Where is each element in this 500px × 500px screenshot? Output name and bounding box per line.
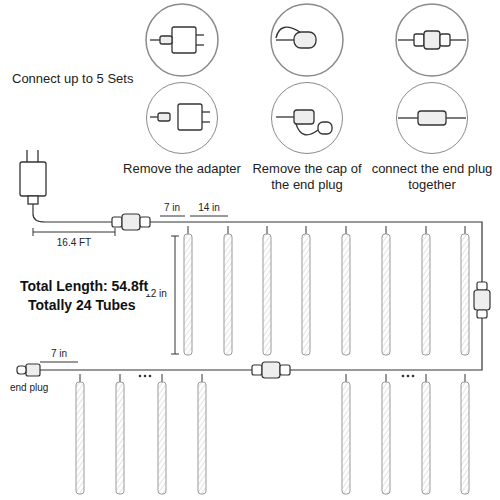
light-tube — [76, 382, 84, 494]
total-length: Total Length: 54.8ft — [18, 278, 150, 294]
dimension: 7 in — [162, 202, 182, 214]
step-caption: connect the end plug together — [367, 161, 497, 194]
light-tube — [263, 234, 271, 355]
tube-count: Totally 24 Tubes — [26, 297, 138, 313]
dimension: 7 in — [49, 348, 69, 360]
light-tube — [461, 234, 469, 355]
light-tube — [382, 382, 390, 494]
dimension: 14 in — [196, 202, 222, 214]
end-plug-label: end plug — [8, 382, 50, 394]
light-tube — [342, 382, 350, 494]
light-tube — [116, 382, 124, 494]
step-circle: Remove the cap of the end plug — [271, 82, 343, 154]
light-tube — [224, 234, 232, 355]
light-tube — [422, 234, 430, 355]
light-tube — [184, 234, 192, 355]
light-tube — [198, 382, 206, 494]
light-tube — [342, 234, 350, 355]
step-caption: Remove the cap of the end plug — [242, 161, 372, 194]
light-tube — [382, 234, 390, 355]
light-tube — [422, 382, 430, 494]
dimension: 16.4 FT — [55, 237, 93, 249]
light-tube — [158, 382, 166, 494]
heading-note: Connect up to 5 Sets — [10, 72, 135, 87]
step-caption: Remove the adapter — [117, 161, 247, 177]
light-tube — [302, 234, 310, 355]
step-circle: Remove the adapter — [146, 82, 218, 154]
step-circle: connect the end plug together — [396, 82, 468, 154]
light-tube — [461, 382, 469, 494]
